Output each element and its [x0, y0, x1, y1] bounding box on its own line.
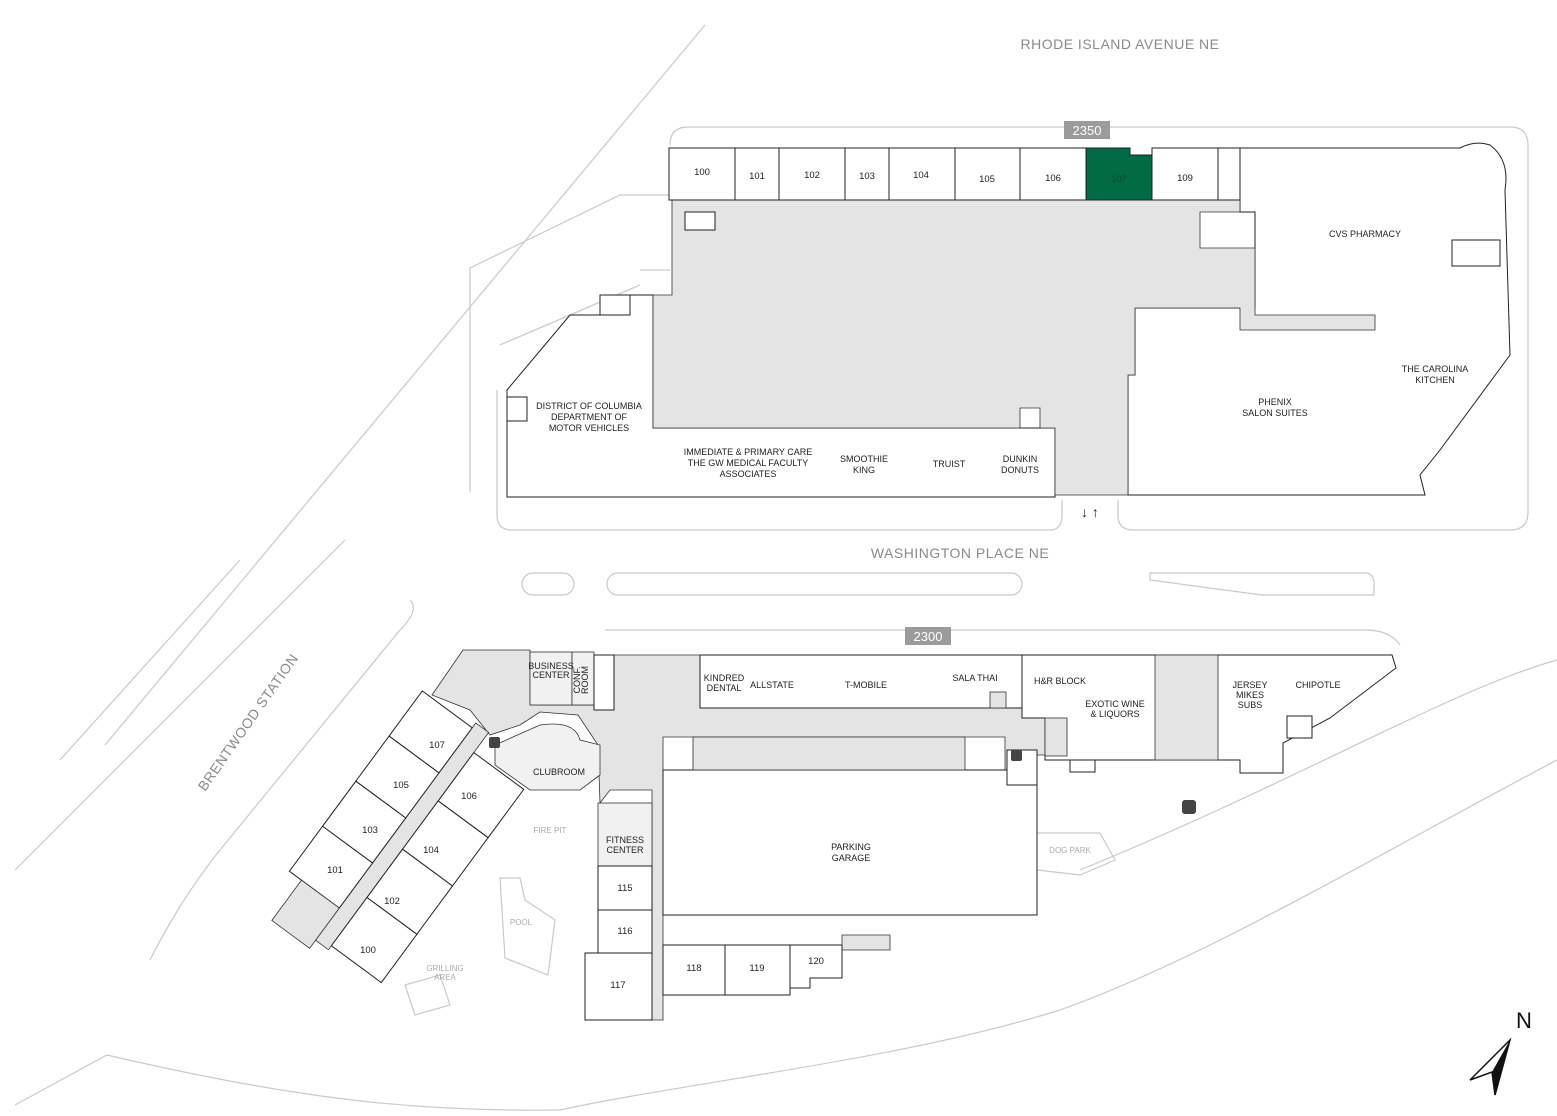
- building-number: 2350: [1073, 123, 1102, 138]
- unit-label: 104: [423, 845, 439, 856]
- north-common-area: [652, 199, 1376, 496]
- unit-label: 102: [804, 170, 820, 181]
- unit-label-highlighted: 107: [1111, 174, 1127, 185]
- stair-icon: [684, 211, 716, 231]
- unit-106[interactable]: [437, 751, 525, 839]
- unit-102[interactable]: [778, 147, 846, 201]
- unit-label: 106: [461, 791, 477, 802]
- unit-115[interactable]: [597, 865, 653, 911]
- unit-label: 100: [694, 167, 710, 178]
- unit-116[interactable]: [597, 909, 653, 954]
- stair-icon: [599, 294, 631, 316]
- unit-109[interactable]: [1151, 147, 1219, 201]
- unit-label: 119: [749, 963, 764, 974]
- unit-label: 103: [362, 825, 378, 836]
- street-rhode-island-avenue: RHODE ISLAND AVENUE NE: [1020, 36, 1219, 52]
- tenant-chipotle[interactable]: CHIPOTLE: [1295, 680, 1340, 690]
- fitness-center[interactable]: [597, 802, 653, 867]
- tenant-cvs[interactable]: CVS PHARMACY: [1329, 229, 1401, 239]
- building-badge-2300: [905, 627, 951, 645]
- unit-row: 100 101 102 103 104 105 106 107 109: [668, 147, 1219, 201]
- unit-100[interactable]: [668, 147, 736, 201]
- unit-107[interactable]: [388, 690, 473, 774]
- tenant-allstate[interactable]: ALLSTATE: [750, 680, 794, 690]
- building-badge-2350: [1064, 121, 1110, 139]
- unit-label: 103: [859, 171, 875, 182]
- unit-label: 117: [610, 980, 625, 991]
- clubroom-label[interactable]: CLUBROOM: [533, 767, 585, 777]
- compass-label: N: [1516, 1008, 1532, 1033]
- tenant-conf-room[interactable]: CONF.ROOM: [572, 666, 590, 694]
- street-washington-place: WASHINGTON PLACE NE: [871, 545, 1049, 561]
- dog-park-label: DOG PARK: [1049, 846, 1091, 855]
- unit-label: 105: [979, 174, 995, 185]
- garage-ramp: [692, 736, 966, 771]
- unit-117[interactable]: [584, 952, 653, 1021]
- tenant-truist[interactable]: TRUIST: [933, 459, 966, 469]
- stair-icon: [1217, 147, 1241, 201]
- building-2300: 100 101 102 103 104 105 106 107 115 116 …: [271, 627, 1397, 1021]
- unit-label: 107: [429, 740, 445, 751]
- stair-icon: [1069, 759, 1096, 773]
- unit-120[interactable]: [789, 944, 843, 989]
- tenant-exotic-wine[interactable]: EXOTIC WINE& LIQUORS: [1085, 699, 1145, 719]
- business-center[interactable]: [529, 651, 573, 706]
- entrance-arrows-icon: ↓ ↑: [1081, 504, 1099, 520]
- unit-118[interactable]: [662, 944, 726, 996]
- unit-label: 101: [327, 865, 343, 876]
- elevator-icon: [1011, 750, 1022, 761]
- unit-label: 101: [749, 171, 765, 182]
- unit-label: 109: [1177, 173, 1193, 184]
- trash-icon: [1182, 800, 1196, 814]
- road-lines: [14, 24, 1557, 1111]
- north-arrow-icon: N: [1469, 1008, 1532, 1096]
- unit-label: 104: [913, 170, 929, 181]
- clubroom[interactable]: [494, 723, 601, 791]
- pool-label: POOL: [510, 918, 533, 927]
- elevator: [989, 691, 1007, 709]
- brentwood-station-label: BRENTWOOD STATION: [194, 651, 301, 794]
- unit-label: 106: [1045, 173, 1061, 184]
- unit-104[interactable]: [888, 147, 956, 201]
- unit-119[interactable]: [724, 944, 791, 996]
- unit-106[interactable]: [1019, 147, 1087, 201]
- stair-icon: [593, 654, 615, 711]
- stair-icon: [1451, 239, 1501, 267]
- tenant-t-mobile[interactable]: T-MOBILE: [845, 680, 887, 690]
- unit-label: 100: [360, 945, 376, 956]
- unit-105[interactable]: [954, 147, 1021, 201]
- stair-icon: [506, 396, 528, 422]
- elevator-icon: [489, 737, 500, 748]
- fire-pit-label: FIRE PIT: [534, 826, 567, 835]
- stair-icon: [1286, 715, 1313, 739]
- unit-label: 115: [617, 883, 632, 894]
- unit-label: 102: [384, 896, 400, 907]
- unit-label: 116: [617, 926, 632, 937]
- unit-label: 120: [808, 956, 824, 967]
- residential-wing: [271, 690, 525, 984]
- unit-101[interactable]: [734, 147, 780, 201]
- tenant-sala-thai[interactable]: SALA THAI: [952, 673, 997, 683]
- unit-label: 118: [686, 963, 701, 974]
- tenant-hr-block[interactable]: H&R BLOCK: [1034, 676, 1086, 686]
- unit-103[interactable]: [844, 147, 890, 201]
- building-number: 2300: [914, 629, 943, 644]
- building-2350: 100 101 102 103 104 105 106 107 109 2350…: [506, 121, 1511, 520]
- parking-garage[interactable]: [662, 769, 1038, 916]
- unit-label: 105: [393, 780, 409, 791]
- corridor: [1044, 717, 1068, 757]
- service-area: [1154, 654, 1219, 761]
